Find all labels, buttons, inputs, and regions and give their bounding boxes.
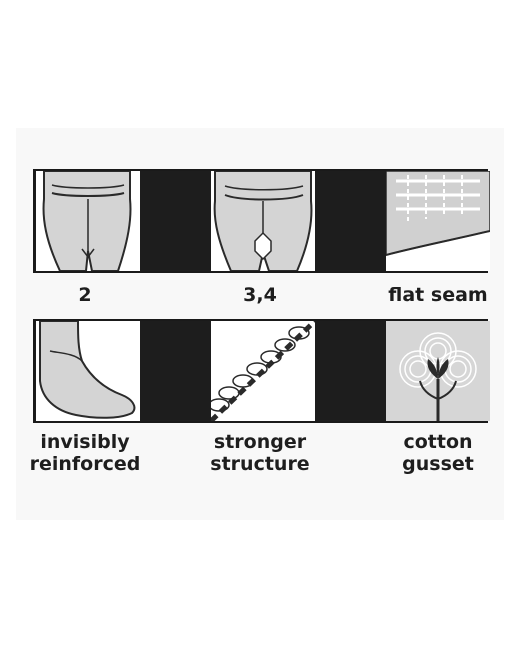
cotton-flower-icon — [386, 321, 490, 421]
foot-reinforced-icon — [36, 321, 140, 421]
feature-label-size-3-4: 3,4 — [243, 284, 277, 306]
flat-seam-icon — [386, 171, 490, 271]
feature-row-bottom — [33, 319, 490, 423]
hip-outline-size-3-4-icon — [211, 171, 315, 271]
knit-structure-icon — [211, 321, 315, 421]
feature-label-size-2: 2 — [78, 284, 92, 306]
feature-label-stronger-structure: stronger structure — [210, 431, 310, 475]
feature-label-invisibly-reinforced: invisibly reinforced — [29, 431, 141, 475]
feature-label-flat-seam: flat seam — [388, 284, 488, 306]
feature-label-cotton-gusset: cotton gusset — [402, 431, 474, 475]
hip-outline-size-2-icon — [36, 171, 140, 271]
feature-row-top — [33, 169, 490, 273]
